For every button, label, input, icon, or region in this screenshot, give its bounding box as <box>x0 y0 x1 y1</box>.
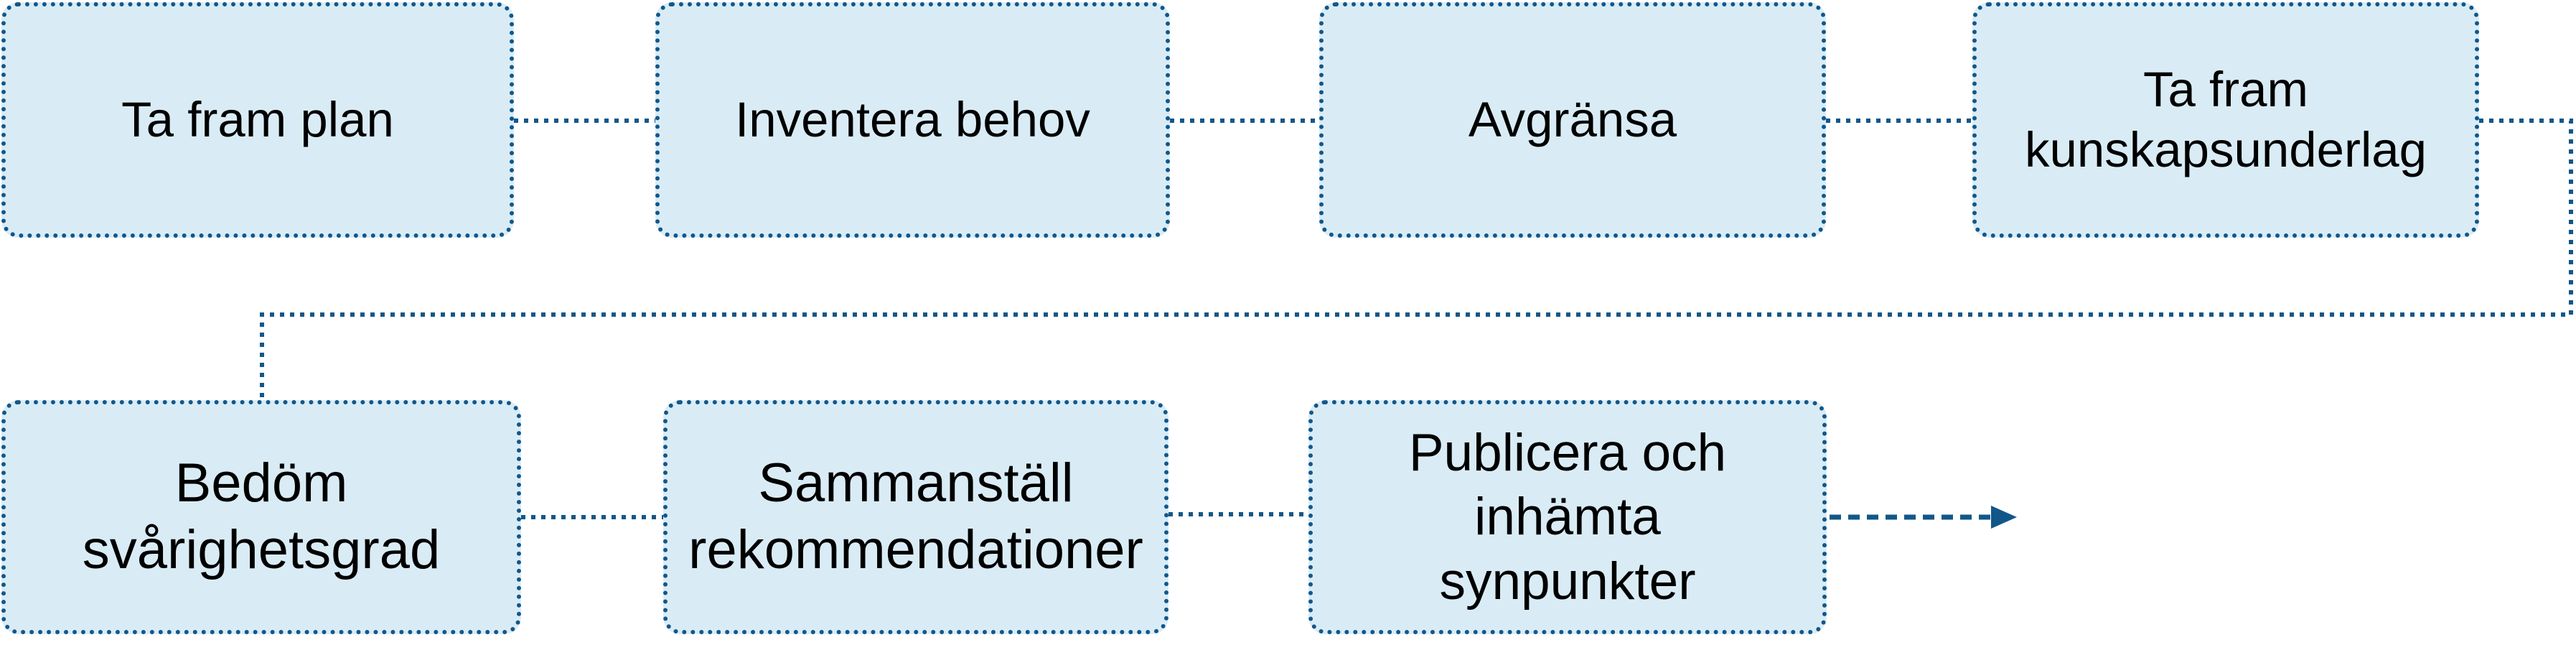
step-label: Ta fram kunskapsunderlag <box>2024 61 2427 177</box>
exit-arrow-head <box>1991 506 2017 529</box>
step-label: Inventera behov <box>735 91 1090 147</box>
step-publicera-och-inhamta-synpunkter: Publicera och inhämta synpunkter <box>1308 400 1827 634</box>
step-bedom-svarighetsgrad: Bedöm svårighetsgrad <box>1 400 521 634</box>
step-sammanstall-rekommendationer: Sammanställ rekommendationer <box>663 400 1168 634</box>
step-label: Publicera och inhämta synpunkter <box>1408 424 1727 611</box>
step-label: Ta fram plan <box>121 91 394 147</box>
step-label: Bedöm svårighetsgrad <box>82 453 441 580</box>
step-inventera-behov: Inventera behov <box>655 2 1170 238</box>
step-ta-fram-plan: Ta fram plan <box>1 2 514 238</box>
step-label: Sammanställ rekommendationer <box>688 453 1143 580</box>
step-ta-fram-kunskapsunderlag: Ta fram kunskapsunderlag <box>1972 2 2479 238</box>
step-avgransa: Avgränsa <box>1319 2 1826 238</box>
step-label: Avgränsa <box>1468 91 1677 147</box>
